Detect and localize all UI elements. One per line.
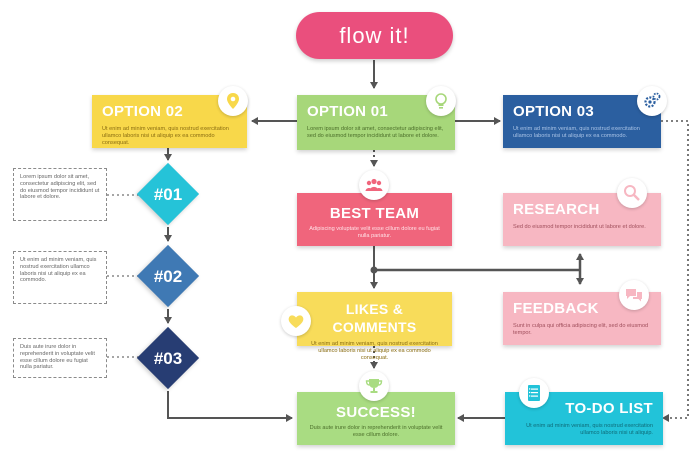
option3-title: OPTION 03	[513, 103, 595, 120]
success-title: SUCCESS!	[336, 404, 416, 421]
likes-title: LIKES & COMMENTS	[332, 301, 417, 335]
option3-body: Ut enim ad minim veniam, quis nostrud ex…	[513, 126, 640, 139]
start-pill: flow it!	[296, 12, 453, 59]
option2-box: OPTION 02 Ut enim ad minim veniam, quis …	[92, 95, 247, 148]
start-label: flow it!	[339, 22, 410, 48]
lightbulb-icon	[435, 93, 447, 109]
arrow-step3-to-success	[167, 391, 293, 422]
gears-icon	[644, 92, 661, 108]
step3-note: Duis aute irure dolor in reprehenderit i…	[13, 338, 107, 378]
research-body: Sed do eiusmod tempor incididunt ut labo…	[513, 224, 646, 230]
feedback-box: FEEDBACK Sunt in culpa qui officia adipi…	[503, 292, 661, 345]
option2-badge	[218, 86, 248, 116]
likes-badge	[281, 306, 311, 336]
option1-body: Lorem ipsum dolor sit amet, consectetur …	[307, 126, 444, 139]
checklist-icon	[528, 385, 540, 401]
likes-body: Ut enim ad minim veniam, quis nostrud ex…	[311, 341, 438, 361]
chat-bubbles-icon	[626, 289, 642, 302]
option1-badge	[426, 86, 456, 116]
best-team-box: BEST TEAM Adipiscing voluptate velit ess…	[297, 193, 452, 246]
step2-note-text: Ut enim ad minim veniam, quis nostrud ex…	[20, 257, 97, 284]
step1-note-text: Lorem ipsum dolor sit amet, consectetur …	[20, 174, 100, 201]
step1-label: #01	[153, 185, 183, 204]
trophy-icon	[365, 379, 383, 393]
best-team-title: BEST TEAM	[329, 205, 420, 222]
success-body: Duis aute irure dolor in reprehenderit i…	[309, 425, 443, 438]
step3-note-text: Duis aute irure dolor in reprehenderit i…	[20, 344, 95, 371]
likes-box: LIKES & COMMENTS Ut enim ad minim veniam…	[297, 292, 452, 361]
feedback-body: Sunt in culpa qui officia adipiscing eli…	[513, 323, 649, 336]
magnifier-icon	[624, 185, 640, 201]
location-pin-icon	[227, 93, 239, 109]
research-badge	[617, 178, 647, 208]
research-title: RESEARCH	[513, 201, 600, 218]
option1-title: OPTION 01	[307, 103, 389, 120]
team-icon	[365, 178, 383, 191]
feedback-badge	[619, 280, 649, 310]
todo-title: TO-DO LIST	[565, 400, 653, 417]
option3-badge	[637, 86, 667, 116]
option2-body: Ut enim ad minim veniam, quis nostrud ex…	[102, 126, 229, 146]
dashed-option3-to-todo	[661, 120, 689, 422]
step3-label: #03	[153, 349, 183, 368]
heart-icon	[288, 315, 304, 328]
best-team-badge	[359, 170, 389, 200]
best-team-body: Adipiscing voluptate velit esse cillum d…	[309, 226, 440, 239]
step2-note: Ut enim ad minim veniam, quis nostrud ex…	[13, 251, 107, 304]
todo-body: Ut enim ad minim veniam, quis nostrud ex…	[526, 423, 653, 436]
option2-title: OPTION 02	[102, 103, 184, 120]
feedback-title: FEEDBACK	[513, 300, 599, 317]
step2-label: #02	[153, 267, 183, 286]
success-badge	[359, 371, 389, 401]
option3-box: OPTION 03 Ut enim ad minim veniam, quis …	[503, 95, 661, 148]
step1-note: Lorem ipsum dolor sit amet, consectetur …	[13, 168, 107, 221]
todo-badge	[519, 378, 549, 408]
